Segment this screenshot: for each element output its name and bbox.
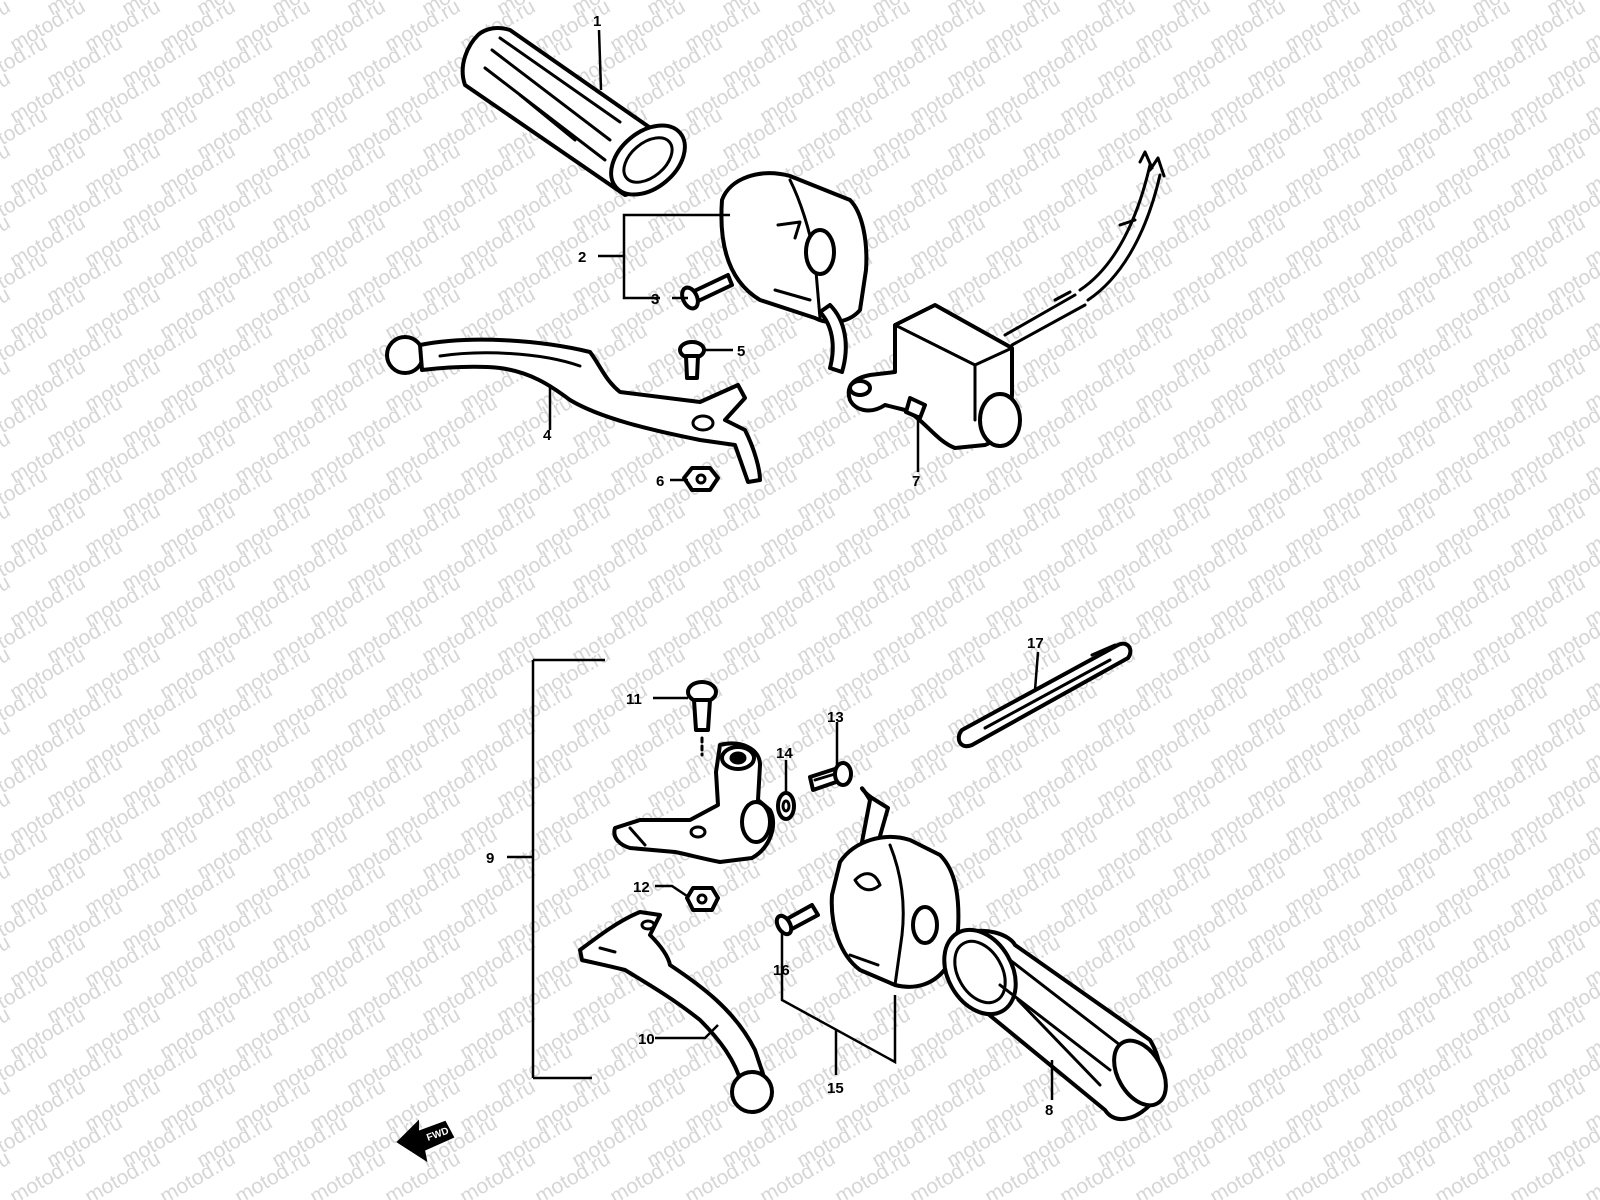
callout-10: 10 xyxy=(638,1031,655,1048)
callout-2: 2 xyxy=(578,249,586,266)
clutch-lever-10 xyxy=(578,910,774,1114)
left-switch-housing xyxy=(719,171,869,374)
right-grip xyxy=(942,927,1168,1121)
left-grip xyxy=(460,25,687,197)
nut-6 xyxy=(682,466,720,492)
callout-3: 3 xyxy=(651,291,659,308)
callout-9: 9 xyxy=(486,850,494,867)
screw-3 xyxy=(680,273,734,311)
callout-16: 16 xyxy=(773,962,790,979)
callout-5: 5 xyxy=(737,343,745,360)
leader-lines xyxy=(507,29,1054,1100)
starter-switch-7 xyxy=(846,150,1166,450)
callout-4: 4 xyxy=(543,427,552,444)
callout-17: 17 xyxy=(1027,635,1044,652)
callout-labels: 1 2 3 4 5 6 7 8 9 10 11 12 13 14 15 16 1… xyxy=(486,13,1053,1119)
callout-13: 13 xyxy=(827,709,844,726)
callout-15: 15 xyxy=(827,1080,844,1097)
callout-7: 7 xyxy=(912,473,920,490)
forward-arrow-icon: FWD xyxy=(396,1119,455,1163)
bolt-5 xyxy=(678,340,706,380)
callout-6: 6 xyxy=(656,473,664,490)
cable-tie-17 xyxy=(956,641,1133,749)
callout-14: 14 xyxy=(776,745,793,762)
lever-holder xyxy=(612,741,776,864)
bolt-13 xyxy=(808,761,853,792)
bolt-11 xyxy=(686,680,718,757)
nut-12 xyxy=(685,886,720,912)
callout-12: 12 xyxy=(633,879,650,896)
callout-8: 8 xyxy=(1045,1102,1053,1119)
washer-14 xyxy=(776,791,796,821)
callout-1: 1 xyxy=(593,13,601,30)
callout-11: 11 xyxy=(626,691,642,708)
brake-lever-4 xyxy=(385,335,762,484)
right-switch-housing xyxy=(829,786,961,989)
screw-16 xyxy=(774,903,820,937)
